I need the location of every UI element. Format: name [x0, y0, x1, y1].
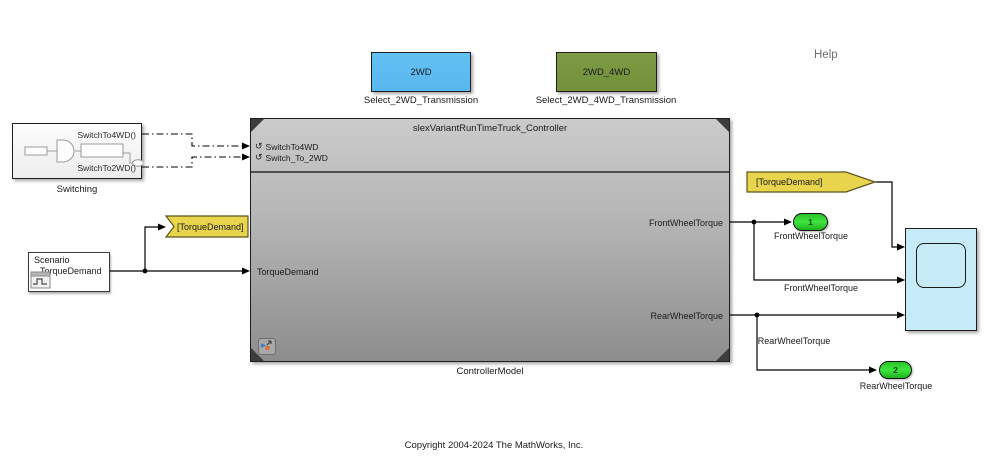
outport-2-number: 2	[893, 365, 898, 375]
switching-output-top-label: SwitchTo4WD()	[77, 130, 136, 140]
from-tag-label: [TorqueDemand]	[756, 177, 823, 187]
event-port-switchto4wd-label: SwitchTo4WD	[265, 141, 319, 152]
event-port-switchto4wd: ↺ SwitchTo4WD	[255, 141, 328, 152]
select-2wd-4wd-caption: Select_2WD_4WD_Transmission	[535, 95, 677, 106]
help-link[interactable]: Help	[814, 49, 838, 61]
wire-arrowheads	[158, 142, 905, 374]
signal-label-rear: RearWheelTorque	[757, 336, 831, 346]
variant-badge-icon[interactable]	[258, 338, 276, 355]
select-2wd-caption: Select_2WD_Transmission	[363, 95, 479, 106]
controller-title: slexVariantRunTimeTruck_Controller	[412, 123, 568, 134]
event-port-switchto2wd-label: Switch_To_2WD	[265, 152, 328, 163]
signal-editor-icon	[30, 271, 51, 289]
outport-2-caption: RearWheelTorque	[859, 381, 933, 391]
goto-tag-label: [TorqueDemand]	[177, 221, 244, 232]
controller-model-block[interactable]: slexVariantRunTimeTruck_Controller ↺ Swi…	[250, 118, 730, 362]
controller-output-front-label: FrontWheelTorque	[648, 218, 723, 228]
controller-input-port-label: TorqueDemand	[257, 267, 319, 277]
switching-output-bottom-label: SwitchTo2WD()	[77, 163, 136, 173]
event-port-switchto2wd: ↺ Switch_To_2WD	[255, 152, 328, 163]
outport-1-number: 1	[808, 217, 813, 227]
scenario-line2: TorqueDemand	[40, 266, 102, 276]
corner-wedge-top-left	[251, 119, 264, 132]
outport-1-caption: FrontWheelTorque	[773, 231, 849, 241]
controller-output-rear-label: RearWheelTorque	[650, 311, 723, 321]
branch-dots	[142, 219, 760, 318]
corner-wedge-top-right	[716, 119, 729, 132]
controller-event-ports: ↺ SwitchTo4WD ↺ Switch_To_2WD	[255, 141, 328, 163]
controller-divider	[251, 171, 729, 173]
scenario-torquedemand-block[interactable]: Scenario TorqueDemand	[28, 252, 110, 292]
signal-label-front: FrontWheelTorque	[783, 283, 859, 293]
select-2wd-4wd-label: 2WD_4WD	[582, 66, 631, 78]
scenario-line1: Scenario	[34, 255, 70, 265]
scope-screen-icon	[916, 243, 966, 288]
select-2wd-label: 2WD	[410, 66, 432, 78]
controller-caption: ControllerModel	[456, 366, 524, 377]
switching-thumbnail-icon	[24, 139, 143, 167]
outport-2-rear-wheel-torque[interactable]: 2	[879, 361, 912, 379]
select-2wd-4wd-block[interactable]: 2WD_4WD	[556, 52, 657, 92]
select-2wd-block[interactable]: 2WD	[371, 52, 471, 92]
switching-caption: Switching	[56, 184, 98, 195]
copyright-annotation: Copyright 2004-2024 The MathWorks, Inc.	[404, 440, 584, 451]
goto-tag-torquedemand[interactable]	[164, 215, 249, 238]
event-port-icon: ↺	[255, 141, 263, 151]
from-tag-torquedemand[interactable]	[746, 171, 877, 193]
corner-wedge-bottom-right	[716, 348, 729, 361]
switching-block[interactable]: SwitchTo4WD() SwitchTo2WD()	[12, 123, 143, 179]
function-call-wires	[142, 133, 243, 168]
event-port-icon: ↺	[255, 152, 263, 162]
scope-block[interactable]	[905, 228, 977, 331]
outport-1-front-wheel-torque[interactable]: 1	[793, 213, 828, 231]
